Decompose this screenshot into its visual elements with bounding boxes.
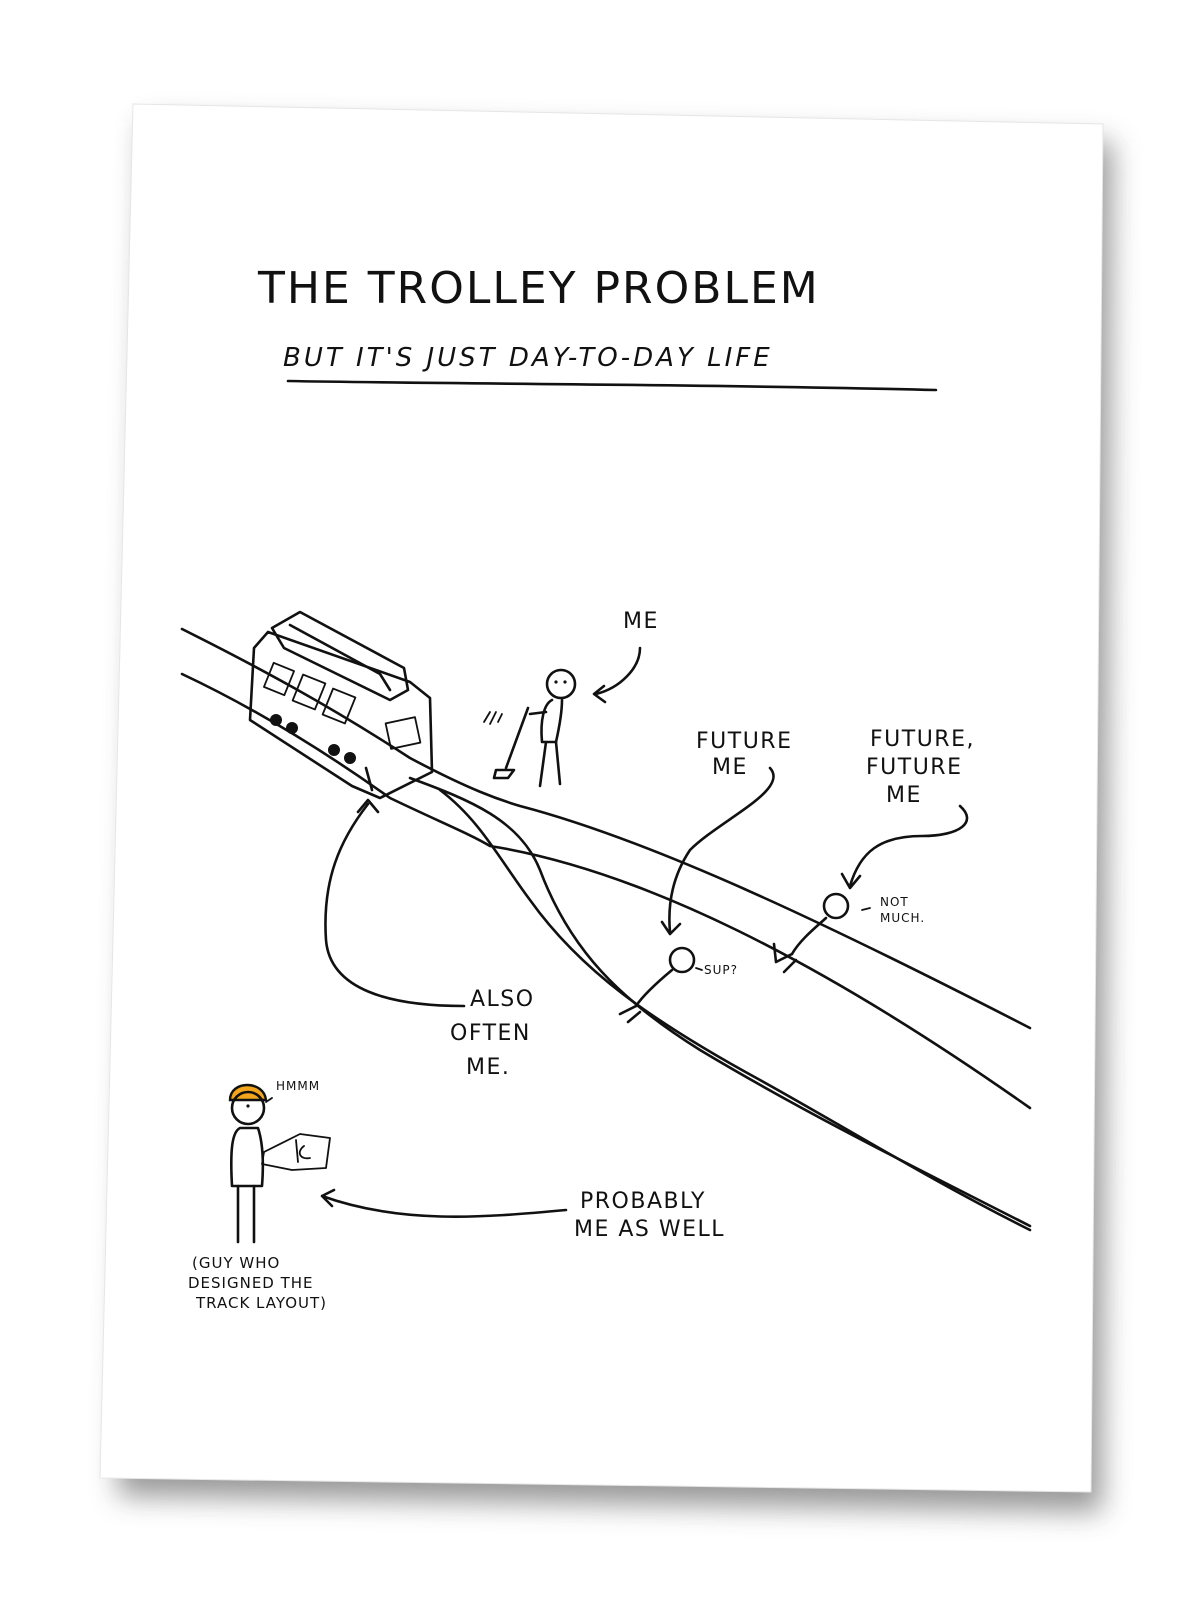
label-also-often-me-3: ME.	[466, 1055, 510, 1080]
page-subtitle: BUT IT'S JUST DAY-TO-DAY LIFE	[283, 343, 773, 373]
label-also-often-me-1: ALSO	[470, 987, 535, 1012]
label-also-often-me-2: OFTEN	[450, 1021, 531, 1046]
subtitle-underline	[286, 379, 938, 392]
label-future-future-me-2: FUTURE	[866, 755, 962, 780]
probably-me-arrow	[320, 1188, 568, 1218]
label-designer-3: TRACK LAYOUT)	[195, 1294, 327, 1312]
designer-figure	[228, 1083, 331, 1244]
page-title: THE TROLLEY PROBLEM	[257, 263, 820, 314]
label-probably-me-2: ME AS WELL	[574, 1217, 725, 1242]
label-future-me-2: ME	[712, 755, 748, 780]
speech-not-much-dash	[861, 907, 871, 911]
paper-sheet	[99, 103, 1104, 1493]
label-future-me-1: FUTURE	[696, 729, 792, 754]
me-figure	[483, 668, 577, 788]
future-me-figure	[618, 946, 696, 1024]
future-future-me-arrow	[840, 804, 969, 890]
future-future-me-figure	[772, 892, 850, 974]
speech-not-much-1: NOT	[880, 895, 909, 909]
label-future-future-me-3: ME	[886, 783, 922, 808]
speech-hmmm: HMMM	[276, 1079, 320, 1093]
future-me-arrow	[660, 766, 775, 936]
label-designer-2: DESIGNED THE	[188, 1274, 314, 1292]
speech-sup: SUP?	[704, 963, 738, 977]
trolley-car	[248, 610, 434, 800]
speech-sup-dash	[695, 967, 703, 971]
label-future-future-me-1: FUTURE,	[870, 727, 975, 752]
label-me: ME	[623, 609, 659, 634]
speech-not-much-2: MUCH.	[880, 911, 925, 925]
also-often-me-arrow	[324, 798, 466, 1008]
speech-hmmm-dash	[265, 1097, 273, 1103]
me-arrow	[592, 646, 642, 704]
label-designer-1: (GUY WHO	[192, 1254, 280, 1272]
label-probably-me-1: PROBABLY	[580, 1189, 706, 1214]
